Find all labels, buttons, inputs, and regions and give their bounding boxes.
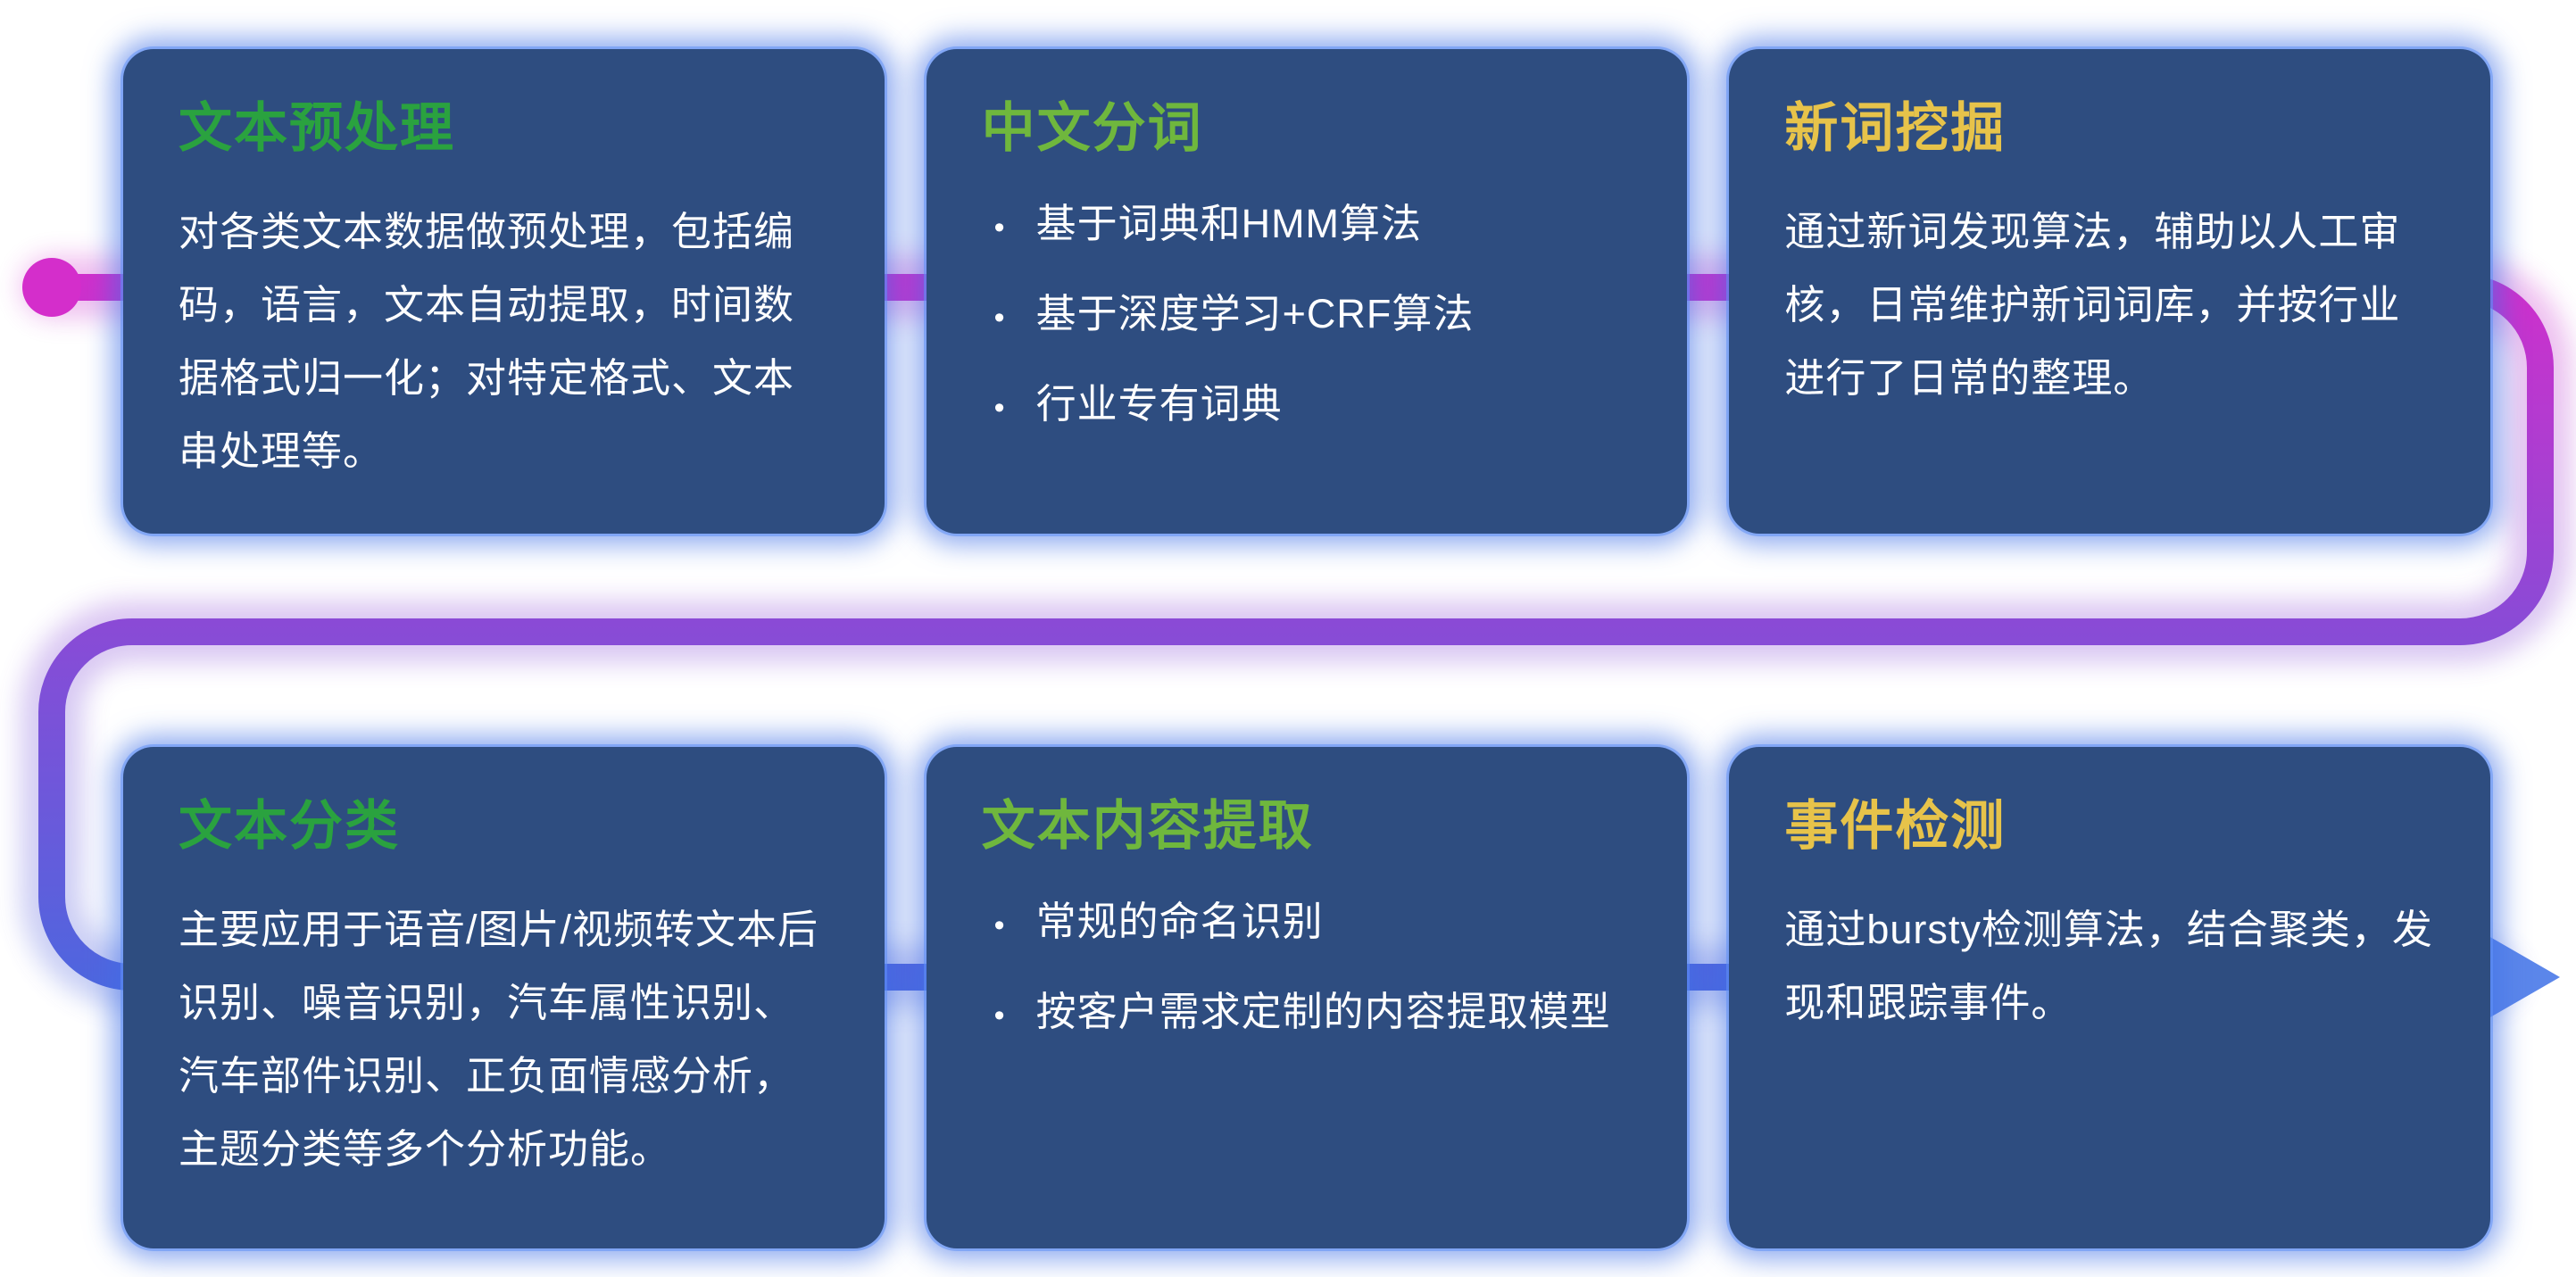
- card-body: 主要应用于语音/图片/视频转文本后识别、噪音识别，汽车属性识别、汽车部件识别、正…: [179, 907, 819, 1172]
- card-body: 对各类文本数据做预处理，包括编码，语言，文本自动提取，时间数据格式归一化；对特定…: [179, 209, 795, 474]
- card-title: 文本预处理: [179, 98, 455, 158]
- card-new-word-mining: 新词挖掘 通过新词发现算法，辅助以人工审核，日常维护新词词库，并按行业进行了日常…: [1729, 49, 2491, 534]
- card-row-top: 文本预处理 对各类文本数据做预处理，包括编码，语言，文本自动提取，时间数据格式归…: [123, 49, 2491, 534]
- card-text-preprocessing: 文本预处理 对各类文本数据做预处理，包括编码，语言，文本自动提取，时间数据格式归…: [123, 49, 885, 534]
- card-title: 新词挖掘: [1784, 98, 2007, 158]
- flow-arrow-icon: [2478, 930, 2560, 1024]
- card-row-bottom: 文本分类 主要应用于语音/图片/视频转文本后识别、噪音识别，汽车属性识别、汽车部…: [123, 747, 2491, 1248]
- bullet-item: • 常规的命名识别: [994, 893, 1633, 949]
- card-text-content-extraction: 文本内容提取 • 常规的命名识别 • 按客户需求定制的内容提取模型: [926, 747, 1688, 1248]
- card-event-detection: 事件检测 通过bursty检测算法，结合聚类，发现和跟踪事件。: [1729, 747, 2491, 1248]
- bullet-text: 基于深度学习+CRF算法: [1035, 291, 1475, 336]
- card-chinese-word-segmentation: 中文分词 • 基于词典和HMM算法 • 基于深度学习+CRF算法 • 行业专有词…: [926, 49, 1688, 534]
- card-title: 中文分词: [981, 98, 1203, 158]
- bullet-item: • 基于深度学习+CRF算法: [994, 286, 1633, 342]
- bullet-item: • 按客户需求定制的内容提取模型: [994, 983, 1633, 1040]
- card-text-classification: 文本分类 主要应用于语音/图片/视频转文本后识别、噪音识别，汽车属性识别、汽车部…: [123, 747, 885, 1248]
- card-bullet-list: • 常规的命名识别 • 按客户需求定制的内容提取模型: [982, 893, 1633, 1040]
- bullet-icon: •: [993, 908, 1006, 942]
- bullet-icon: •: [993, 391, 1006, 425]
- bullet-item: • 基于词典和HMM算法: [994, 195, 1633, 252]
- bullet-icon: •: [993, 999, 1006, 1032]
- card-bullet-list: • 基于词典和HMM算法 • 基于深度学习+CRF算法 • 行业专有词典: [982, 195, 1633, 432]
- card-body: 通过新词发现算法，辅助以人工审核，日常维护新词词库，并按行业进行了日常的整理。: [1784, 209, 2401, 401]
- card-title: 事件检测: [1784, 796, 2007, 856]
- bullet-icon: •: [993, 301, 1006, 335]
- bullet-icon: •: [993, 211, 1006, 245]
- flow-line-path: [38, 274, 2554, 991]
- card-title: 文本分类: [179, 796, 400, 856]
- bullet-item: • 行业专有词典: [994, 376, 1633, 432]
- card-title: 文本内容提取: [981, 796, 1314, 856]
- bullet-text: 按客户需求定制的内容提取模型: [1035, 989, 1611, 1034]
- flow-start-dot-icon: [22, 258, 81, 317]
- card-body: 通过bursty检测算法，结合聚类，发现和跟踪事件。: [1784, 907, 2433, 1025]
- bullet-text: 行业专有词典: [1035, 381, 1283, 427]
- bullet-text: 常规的命名识别: [1035, 899, 1324, 944]
- bullet-text: 基于词典和HMM算法: [1035, 201, 1423, 246]
